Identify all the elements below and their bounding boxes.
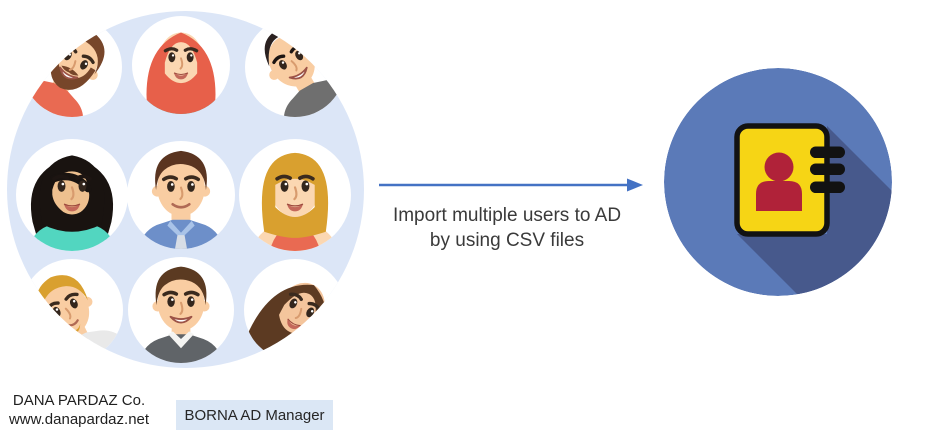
address-book-icon: [664, 68, 892, 296]
company-info: DANA PARDAZ Co. www.danapardaz.net: [4, 391, 154, 429]
product-badge: BORNA AD Manager: [176, 400, 333, 430]
caption-line-2: by using CSV files: [429, 230, 585, 252]
avatar-bearded-man: [22, 17, 122, 117]
avatar-black-haired-woman: [16, 139, 128, 251]
company-name: DANA PARDAZ Co.: [12, 392, 146, 409]
arrow-right-icon: [379, 178, 643, 192]
avatar-blonde-man: [21, 259, 123, 361]
address-book-circle: [664, 68, 892, 296]
caption: Import multiple users to AD by using CSV…: [373, 203, 641, 253]
avatar-brunette-woman: [244, 259, 346, 361]
avatar-black-haired-man: [245, 17, 345, 117]
avatar-man-in-tie: [127, 141, 235, 249]
users-cluster: [7, 11, 364, 368]
avatar-smiling-man: [128, 257, 234, 363]
avatar-redhead-woman: [132, 16, 230, 114]
arrow-right-icon: [378, 176, 644, 194]
company-website: www.danapardaz.net: [8, 411, 150, 428]
avatar-blonde-woman: [239, 139, 351, 251]
caption-line-1: Import multiple users to AD: [392, 205, 622, 226]
